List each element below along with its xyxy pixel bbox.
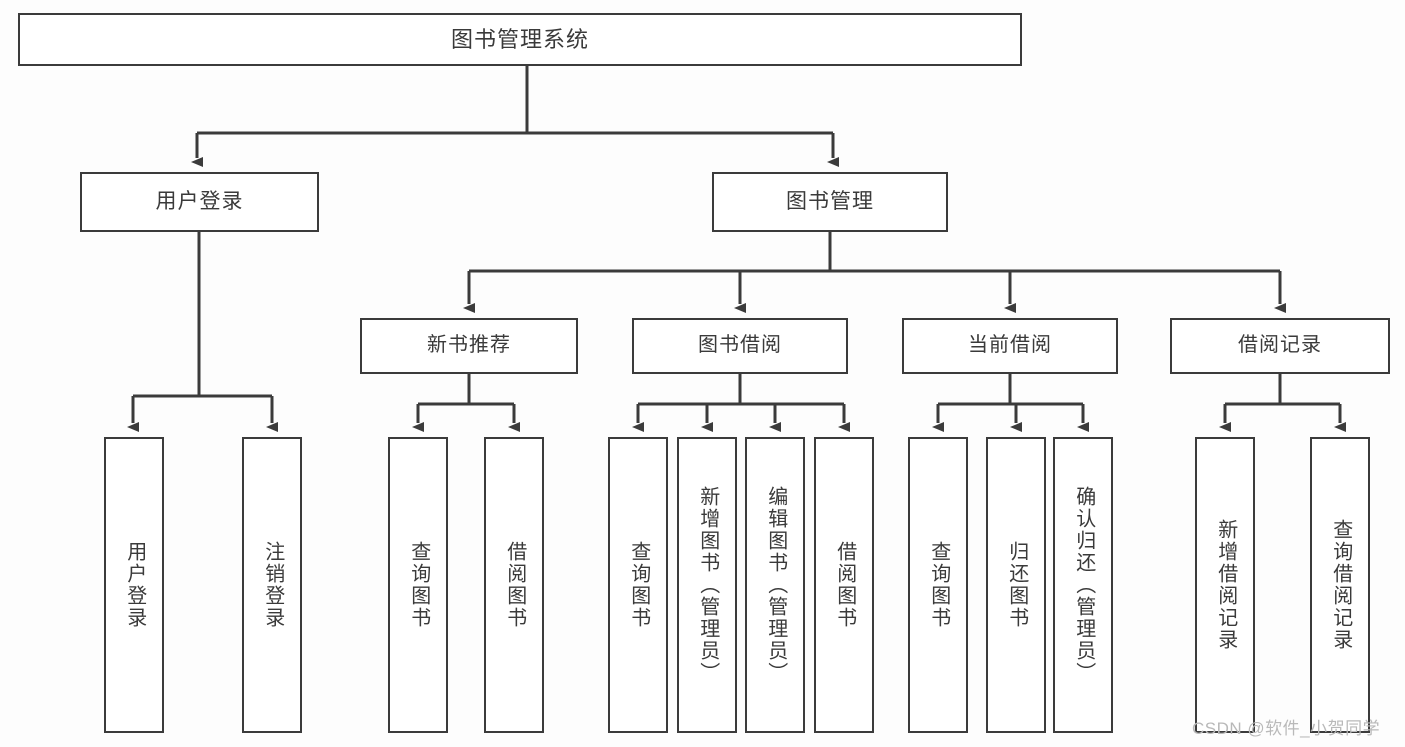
leaf-logout[interactable]: 注销登录 bbox=[242, 437, 302, 733]
node-new-book-recommend[interactable]: 新书推荐 bbox=[360, 318, 578, 374]
leaf-query-book-rec-label: 查询图书 bbox=[407, 541, 430, 629]
leaf-confirm-return-label: 确认归还（管理员） bbox=[1072, 486, 1095, 684]
leaf-borrow-book-label: 借阅图书 bbox=[833, 541, 856, 629]
leaf-add-record[interactable]: 新增借阅记录 bbox=[1195, 437, 1255, 733]
node-book-manage[interactable]: 图书管理 bbox=[712, 172, 948, 232]
leaf-user-login[interactable]: 用户登录 bbox=[104, 437, 164, 733]
node-new-book-recommend-label: 新书推荐 bbox=[427, 334, 511, 357]
leaf-query-book-rec[interactable]: 查询图书 bbox=[388, 437, 448, 733]
leaf-query-book-current[interactable]: 查询图书 bbox=[908, 437, 968, 733]
leaf-edit-book[interactable]: 编辑图书（管理员） bbox=[745, 437, 805, 733]
node-user-login-label: 用户登录 bbox=[155, 189, 244, 213]
leaf-return-book[interactable]: 归还图书 bbox=[986, 437, 1046, 733]
leaf-user-login-label: 用户登录 bbox=[123, 541, 146, 629]
leaf-borrow-book-rec-label: 借阅图书 bbox=[503, 541, 526, 629]
node-current-borrow[interactable]: 当前借阅 bbox=[902, 318, 1118, 374]
leaf-borrow-book[interactable]: 借阅图书 bbox=[814, 437, 874, 733]
leaf-edit-book-label: 编辑图书（管理员） bbox=[764, 486, 787, 684]
node-current-borrow-label: 当前借阅 bbox=[968, 334, 1052, 357]
node-borrow-record[interactable]: 借阅记录 bbox=[1170, 318, 1390, 374]
leaf-add-book-label: 新增图书（管理员） bbox=[696, 486, 719, 684]
node-book-manage-label: 图书管理 bbox=[786, 189, 874, 213]
node-root[interactable]: 图书管理系统 bbox=[18, 13, 1022, 66]
node-book-borrow[interactable]: 图书借阅 bbox=[632, 318, 848, 374]
node-borrow-record-label: 借阅记录 bbox=[1238, 334, 1322, 357]
node-root-label: 图书管理系统 bbox=[450, 26, 589, 52]
node-book-borrow-label: 图书借阅 bbox=[698, 334, 782, 357]
leaf-confirm-return[interactable]: 确认归还（管理员） bbox=[1053, 437, 1113, 733]
leaf-query-book-borrow[interactable]: 查询图书 bbox=[608, 437, 668, 733]
leaf-query-book-current-label: 查询图书 bbox=[927, 541, 950, 629]
leaf-borrow-book-rec[interactable]: 借阅图书 bbox=[484, 437, 544, 733]
watermark: CSDN @软件_小贺同学 bbox=[1192, 719, 1381, 738]
leaf-logout-label: 注销登录 bbox=[261, 541, 284, 629]
leaf-return-book-label: 归还图书 bbox=[1005, 541, 1028, 629]
leaf-add-record-label: 新增借阅记录 bbox=[1214, 519, 1237, 651]
node-user-login[interactable]: 用户登录 bbox=[80, 172, 319, 232]
leaf-query-record[interactable]: 查询借阅记录 bbox=[1310, 437, 1370, 733]
leaf-add-book[interactable]: 新增图书（管理员） bbox=[677, 437, 737, 733]
leaf-query-record-label: 查询借阅记录 bbox=[1329, 519, 1352, 651]
leaf-query-book-borrow-label: 查询图书 bbox=[627, 541, 650, 629]
